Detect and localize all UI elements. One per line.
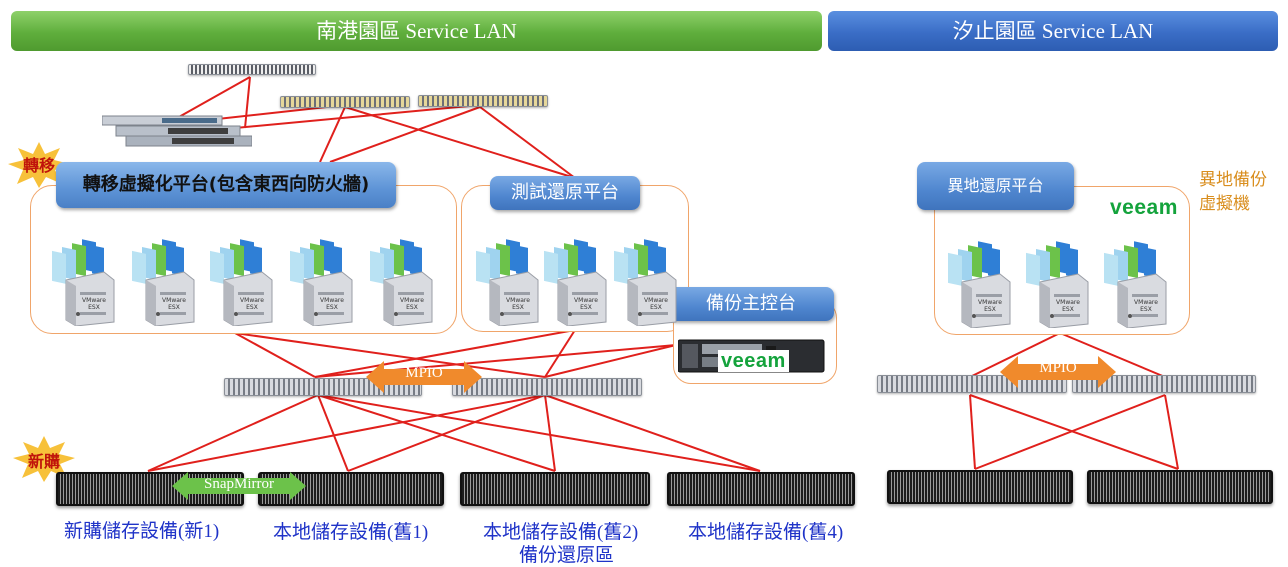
link-line — [317, 394, 349, 472]
svg-text:ESX: ESX — [512, 304, 524, 311]
link-line — [314, 329, 576, 378]
svg-text:VMware: VMware — [1056, 299, 1080, 306]
banner-xizhi-service-lan: 汐止園區 Service LAN — [828, 11, 1278, 51]
stacked-switches — [101, 112, 253, 148]
link-line — [234, 332, 316, 378]
svg-text:VMware: VMware — [978, 299, 1002, 306]
link-line — [544, 394, 556, 472]
link-line — [234, 104, 481, 129]
storage-remote-2 — [1087, 470, 1273, 504]
remote-restore-platform-label: 異地還原平台 — [917, 162, 1074, 210]
link-line — [234, 332, 546, 378]
svg-text:ESX: ESX — [650, 304, 662, 311]
caption-local-storage-old-4: 本地儲存設備(舊4) — [688, 522, 844, 543]
storage-old-4 — [667, 472, 855, 506]
storage-old-2 — [460, 472, 650, 506]
svg-text:ESX: ESX — [168, 304, 180, 311]
svg-text:VMware: VMware — [644, 297, 668, 304]
mpio-arrow-right: MPIO — [1000, 356, 1116, 388]
banner-nangang-service-lan: 南港園區 Service LAN — [11, 11, 822, 51]
svg-text:ESX: ESX — [406, 304, 418, 311]
link-line — [317, 394, 761, 472]
svg-text:VMware: VMware — [1134, 299, 1158, 306]
remote-backup-vm-line-2: 虛擬機 — [1199, 194, 1250, 214]
link-line — [344, 106, 576, 179]
san-switch-right-2 — [1072, 375, 1256, 393]
link-line — [969, 394, 976, 470]
svg-text:ESX: ESX — [580, 304, 592, 311]
mpio-label-left: MPIO — [405, 365, 443, 381]
link-line — [319, 106, 346, 163]
mpio-label-right: MPIO — [1039, 360, 1077, 376]
svg-text:VMware: VMware — [162, 297, 186, 304]
link-line — [1059, 332, 1166, 378]
svg-text:ESX: ESX — [88, 304, 100, 311]
link-line — [969, 394, 1179, 470]
link-line — [329, 106, 481, 163]
link-line — [969, 332, 1061, 378]
migrate-badge: 轉移 — [8, 142, 70, 188]
snapmirror-label: SnapMirror — [204, 476, 274, 492]
remote-backup-vm-note: 異地備份 虛擬機 — [1199, 168, 1267, 216]
link-line — [147, 394, 319, 472]
backup-console-label: 備份主控台 — [668, 287, 834, 321]
test-restore-platform-label: 測試還原平台 — [490, 176, 640, 210]
svg-text:ESX: ESX — [246, 304, 258, 311]
san-switch-left-2 — [452, 378, 642, 396]
link-line — [347, 394, 546, 472]
new-purchase-badge: 新購 — [13, 436, 75, 482]
caption-backup-restore-zone: 備份還原區 — [519, 545, 615, 566]
snapmirror-arrow: SnapMirror — [172, 472, 306, 500]
caption-local-storage-old-1: 本地儲存設備(舊1) — [273, 522, 429, 543]
svg-text:ESX: ESX — [984, 306, 996, 313]
link-line — [244, 76, 251, 129]
veeam-logo-remote: veeam — [1110, 196, 1178, 219]
svg-text:VMware: VMware — [574, 297, 598, 304]
migration-platform-label: 轉移虛擬化平台(包含東西向防火牆) — [56, 162, 396, 208]
remote-backup-vm-line-1: 異地備份 — [1199, 170, 1267, 190]
svg-text:ESX: ESX — [1140, 306, 1152, 313]
core-switch-gold-2 — [418, 95, 548, 107]
svg-text:VMware: VMware — [320, 297, 344, 304]
link-line — [544, 394, 761, 472]
link-line — [974, 394, 1166, 470]
storage-old-1 — [258, 472, 444, 506]
veeam-logo-console: veeam — [718, 350, 789, 372]
storage-remote-1 — [887, 470, 1073, 504]
core-switch-top — [188, 64, 316, 75]
core-switch-gold-1 — [280, 96, 410, 108]
link-line — [147, 394, 546, 472]
svg-text:VMware: VMware — [240, 297, 264, 304]
caption-new-storage-1: 新購儲存設備(新1) — [64, 521, 220, 542]
link-line — [169, 76, 251, 123]
link-line — [317, 394, 556, 472]
svg-text:VMware: VMware — [400, 297, 424, 304]
svg-text:ESX: ESX — [326, 304, 338, 311]
svg-text:VMware: VMware — [506, 297, 530, 304]
link-line — [544, 329, 576, 378]
mpio-arrow-left: MPIO — [366, 361, 482, 393]
svg-text:VMware: VMware — [82, 297, 106, 304]
link-line — [1164, 394, 1179, 470]
svg-text:ESX: ESX — [1062, 306, 1074, 313]
link-line — [544, 344, 677, 378]
caption-local-storage-old-2: 本地儲存設備(舊2) — [483, 522, 639, 543]
link-line — [479, 106, 576, 179]
